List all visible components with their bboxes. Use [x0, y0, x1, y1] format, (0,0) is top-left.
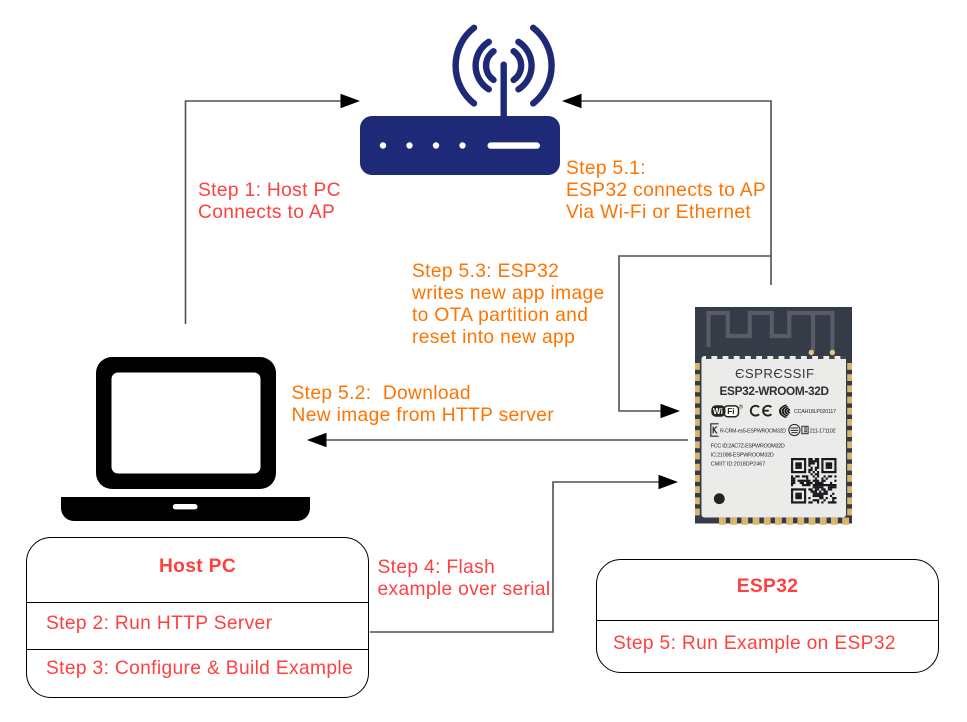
svg-text:®: ® — [739, 404, 744, 411]
svg-text:IC:21098-ESPWROOM32D: IC:21098-ESPWROOM32D — [711, 453, 774, 459]
svg-text:CMIIT ID:2018DP2467: CMIIT ID:2018DP2467 — [711, 462, 766, 468]
svg-text:211-171102: 211-171102 — [810, 429, 836, 435]
svg-text:ESP32-WROOM-32D: ESP32-WROOM-32D — [720, 384, 830, 398]
svg-text:CCAH18LP020117: CCAH18LP020117 — [794, 409, 836, 415]
svg-text:Fi: Fi — [727, 407, 734, 416]
svg-text:R-CRM-es5-ESPWROOM32D: R-CRM-es5-ESPWROOM32D — [720, 428, 786, 434]
svg-text:Wi: Wi — [713, 407, 723, 416]
svg-text:ЄSPRЄSSIF: ЄSPRЄSSIF — [735, 366, 815, 381]
svg-text:FCC ID:2AC7Z-ESPWROOM32D: FCC ID:2AC7Z-ESPWROOM32D — [711, 444, 785, 450]
